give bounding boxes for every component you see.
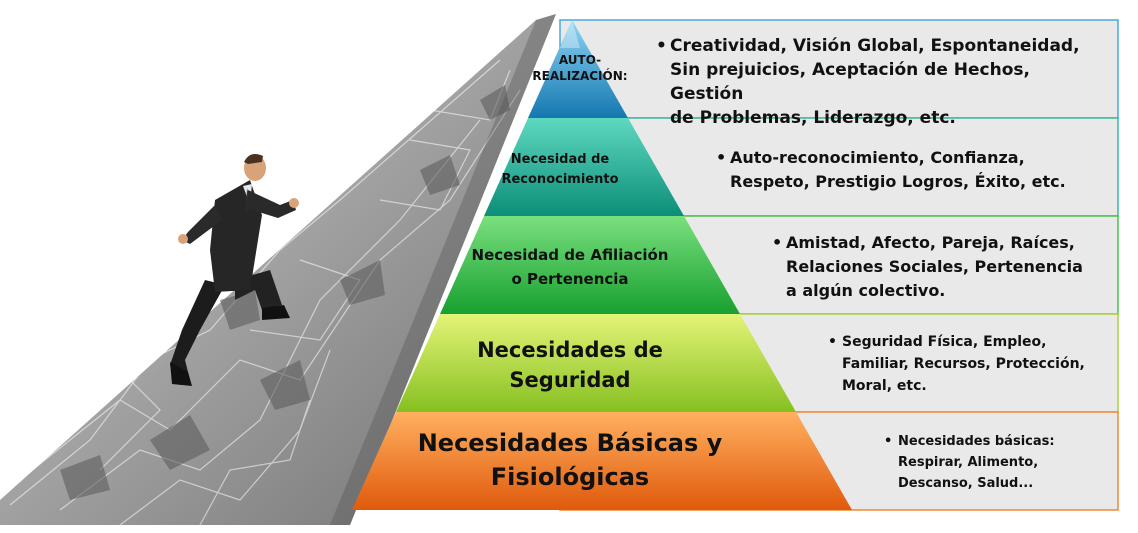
detail-text: Auto-reconocimiento, Confianza, [730, 148, 1025, 167]
detail-item: Auto-reconocimiento, Confianza, Respeto, … [716, 146, 1096, 194]
level-4-details: Seguridad Física, Empleo, Familiar, Recur… [828, 331, 1108, 397]
level-3-label: Necesidad de Afiliación o Pertenencia [440, 243, 700, 291]
detail-text: Familiar, Recursos, Protección, [842, 356, 1085, 372]
detail-item: Seguridad Física, Empleo, Familiar, Recur… [828, 331, 1108, 397]
level-1-details: Creatividad, Visión Global, Espontaneida… [656, 34, 1096, 130]
level-3-label-line-1: Necesidad de Afiliación [471, 246, 669, 264]
detail-text: Sin prejuicios, Aceptación de Hechos, Ge… [670, 60, 1030, 104]
pyramid-level-4 [396, 314, 796, 412]
detail-text: Descanso, Salud... [898, 476, 1034, 491]
level-4-label-line-2: Seguridad [509, 368, 631, 392]
businessman-climbing-icon [170, 154, 299, 386]
detail-text: Necesidades básicas: [898, 434, 1055, 449]
detail-item: Amistad, Afecto, Pareja, Raíces, Relacion… [772, 231, 1102, 303]
level-2-label-line-1: Necesidad de [510, 152, 610, 167]
level-4-label: Necesidades de Seguridad [420, 335, 720, 395]
level-3-details: Amistad, Afecto, Pareja, Raíces, Relacion… [772, 231, 1102, 303]
level-2-label-line-2: Reconocimiento [501, 172, 619, 187]
level-4-label-line-1: Necesidades de [477, 338, 663, 362]
level-5-label-line-2: Fisiológicas [490, 463, 650, 491]
detail-text: Seguridad Física, Empleo, [842, 334, 1047, 350]
pyramid-level-1 [528, 20, 628, 118]
detail-text: Relaciones Sociales, Pertenencia [786, 257, 1083, 276]
detail-text: Respirar, Alimento, [898, 455, 1039, 470]
detail-text: a algún colectivo. [786, 281, 946, 300]
level-1-label: AUTO- REALIZACIÓN: [520, 52, 640, 84]
detail-item: Creatividad, Visión Global, Espontaneida… [656, 34, 1096, 130]
level-2-label: Necesidad de Reconocimiento [470, 150, 650, 190]
level-2-details: Auto-reconocimiento, Confianza, Respeto, … [716, 146, 1096, 194]
level-1-label-line-2: REALIZACIÓN: [532, 69, 628, 83]
pyramid-level-5 [352, 412, 852, 510]
detail-text: Moral, etc. [842, 378, 927, 394]
level-3-label-line-2: o Pertenencia [511, 270, 629, 288]
level-1-label-line-1: AUTO- [558, 53, 602, 67]
detail-text: Respeto, Prestigio Logros, Éxito, etc. [730, 172, 1066, 191]
detail-text: de Problemas, Liderazgo, etc. [670, 108, 956, 128]
level-5-details: Necesidades básicas: Respirar, Alimento, D… [884, 431, 1104, 494]
pyramid-level-2 [484, 118, 684, 216]
level-5-label-line-1: Necesidades Básicas y [417, 429, 723, 457]
tiled-road-icon [0, 14, 556, 526]
level-5-label: Necesidades Básicas y Fisiológicas [380, 426, 760, 494]
pyramid-level-3 [440, 216, 740, 314]
detail-item: Necesidades básicas: Respirar, Alimento, D… [884, 431, 1104, 494]
detail-text: Creatividad, Visión Global, Espontaneida… [670, 36, 1080, 56]
detail-text: Amistad, Afecto, Pareja, Raíces, [786, 233, 1075, 252]
pyramid [352, 20, 852, 510]
